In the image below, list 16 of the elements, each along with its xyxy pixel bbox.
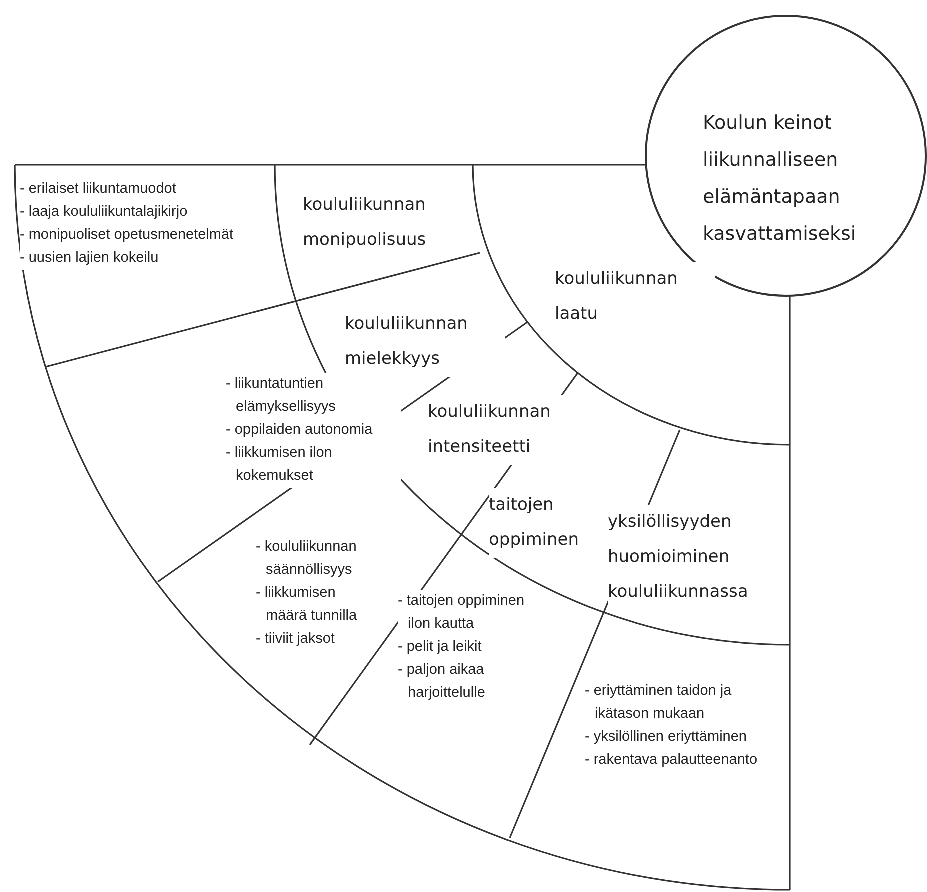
bullet-item: - rakentava palautteenanto: [585, 751, 759, 770]
bullet-item: - taitojen oppiminen ilon kautta: [398, 592, 526, 634]
bullet-item: - liikkumisen määrä tunnilla: [256, 584, 358, 626]
bullet-item: - liikkumisen ilon kokemukset: [226, 444, 334, 486]
bullet-item: - tiiviit jaksot: [256, 630, 336, 649]
bullet-item: - oppilaiden autonomia: [226, 421, 374, 440]
bullet-item: - laaja koululiikuntalajikirjo: [20, 203, 189, 222]
bullet-item: - yksilöllinen eriyttäminen: [585, 728, 748, 747]
bullet-item: - paljon aikaa harjoittelulle: [398, 661, 486, 703]
bullet-item: - uusien lajien kokeilu: [20, 249, 160, 268]
bullet-item: - monipuoliset opetusmenetelmät: [20, 226, 234, 245]
bullet-item: - eriyttäminen taidon ja ikätason mukaan: [585, 682, 733, 724]
bullet-item: - liikuntatuntien elämyksellisyys: [226, 375, 337, 417]
bullet-item: - koululiikunnan säännöllisyys: [256, 538, 358, 580]
bullet-item: - pelit ja leikit: [398, 638, 483, 657]
bullet-item: - erilaiset liikuntamuodot: [20, 180, 178, 199]
